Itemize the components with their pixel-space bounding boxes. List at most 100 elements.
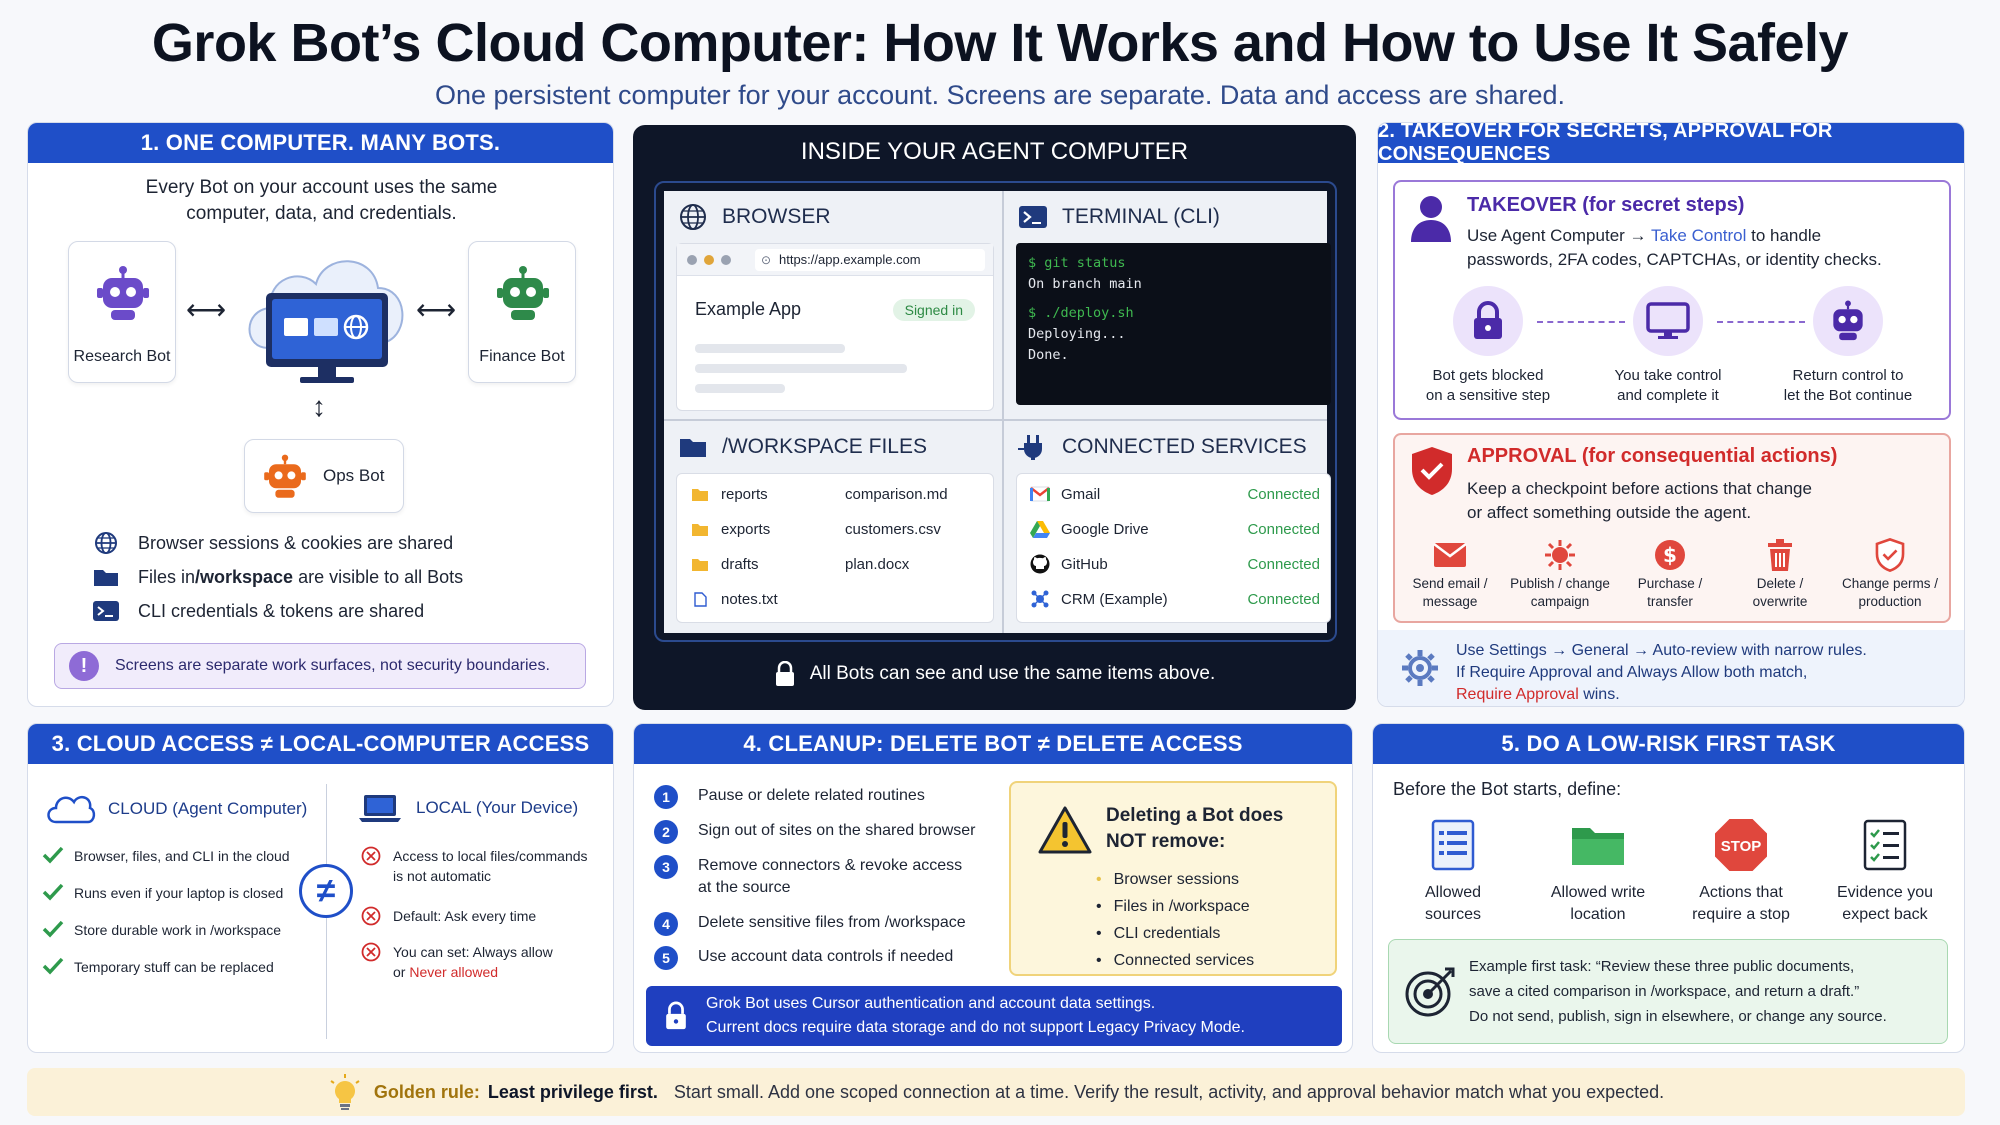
list-item: Browser sessions: [1096, 866, 1254, 893]
take-control-link: Take Control: [1650, 226, 1747, 245]
settings-line: wins.: [1578, 686, 1620, 703]
service-name: GitHub: [1061, 555, 1108, 573]
page-subtitle: One persistent computer for your account…: [434, 80, 1566, 110]
allowed-sources-item: Allowed sources: [1383, 814, 1523, 926]
file-row[interactable]: notes.txt: [691, 591, 778, 608]
cloud-item: Runs even if your laptop is closed: [42, 883, 283, 906]
address-text: https://app.example.com: [779, 252, 921, 267]
list-item: CLI credentials: [1096, 920, 1254, 947]
approval-text: Keep a checkpoint before actions that ch…: [1467, 477, 1812, 525]
service-row-github[interactable]: GitHub Connected: [1029, 554, 1320, 574]
golden-rule-detail: Start small. Add one scoped connection a…: [673, 1081, 1665, 1102]
cloud-item-text: Temporary stuff can be replaced: [74, 959, 274, 975]
file-name[interactable]: customers.csv: [845, 521, 941, 538]
takeover-line: Use Agent Computer →: [1467, 226, 1651, 245]
panel-four-title: 4. CLEANUP: DELETE BOT ≠ DELETE ACCESS: [634, 724, 1352, 764]
folder-row[interactable]: drafts: [691, 556, 759, 573]
checklist-icon: [1863, 819, 1907, 871]
shield-check-icon: [1412, 447, 1452, 495]
globe-icon: [95, 532, 117, 554]
dollar-icon: $: [1655, 540, 1685, 570]
cloud-label: CLOUD (Agent Computer): [108, 799, 308, 818]
action-line: transfer: [1647, 594, 1693, 609]
item-line: Allowed: [1424, 884, 1482, 901]
cloud-item: Browser, files, and CLI in the cloud: [42, 846, 290, 869]
lock-icon: [775, 661, 794, 686]
folder-icon: [680, 439, 706, 457]
folder-name: drafts: [721, 556, 759, 573]
cloud-icon: [47, 795, 96, 824]
takeover-line: to handle: [1746, 226, 1822, 245]
action-send-email: Send email /message: [1395, 537, 1505, 611]
terminal-line: $ git status: [1028, 255, 1126, 271]
action-line: production: [1858, 594, 1922, 609]
settings-line: If Require Approval and Always Allow bot…: [1456, 664, 1808, 681]
cloud-item-text: Browser, files, and CLI in the cloud: [74, 848, 290, 864]
terminal-line: On branch main: [1028, 276, 1142, 292]
step-line: on a sensitive step: [1425, 387, 1551, 404]
service-row-crm[interactable]: CRM (Example) Connected: [1029, 589, 1320, 609]
approval-line: Keep a checkpoint before actions that ch…: [1467, 479, 1812, 498]
example-line: save a cited comparison in /workspace, a…: [1469, 983, 1860, 1000]
ops-bot-card: Ops Bot: [244, 439, 404, 513]
takeover-line: passwords, 2FA codes, CAPTCHAs, or ident…: [1467, 250, 1882, 269]
screens-note: ! Screens are separate work surfaces, no…: [54, 643, 586, 689]
golden-rule-text: Least privilege first.: [487, 1081, 658, 1102]
browser-header: BROWSER: [678, 203, 831, 231]
address-field[interactable]: ⊙ https://app.example.com: [755, 249, 985, 271]
panel-first-task: 5. DO A LOW-RISK FIRST TASK Before the B…: [1372, 723, 1965, 1053]
step-number: 5: [654, 946, 678, 970]
takeover-box: TAKEOVER (for secret steps) Use Agent Co…: [1393, 180, 1951, 420]
intro-line-1: Every Bot on your account uses the same: [145, 177, 498, 198]
folder-row[interactable]: exports: [691, 521, 770, 538]
step-line: Bot gets blocked: [1432, 367, 1544, 384]
page-title: Grok Bot’s Cloud Computer: How It Works …: [151, 13, 1849, 73]
local-item-text: You can set: Always allow: [393, 944, 553, 960]
terminal-line: Done.: [1028, 347, 1069, 363]
stop-sign-text: STOP: [1721, 838, 1762, 855]
not-removed-list: Browser sessions Files in /workspace CLI…: [1096, 866, 1255, 974]
file-name[interactable]: comparison.md: [845, 486, 948, 503]
service-row-drive[interactable]: Google Drive Connected: [1029, 519, 1320, 539]
require-approval-text: Require Approval: [1456, 686, 1579, 703]
service-row-gmail[interactable]: Gmail Connected: [1029, 484, 1320, 504]
folder-name: exports: [721, 521, 771, 538]
terminal-window[interactable]: $ git status On branch main $ ./deploy.s…: [1016, 243, 1331, 405]
files-header: /WORKSPACE FILES: [678, 433, 927, 461]
research-bot-label: Research Bot: [73, 348, 171, 365]
example-line: Example first task: “Review these three …: [1469, 958, 1855, 975]
robot-icon: [1833, 300, 1863, 341]
local-item-text: is not automatic: [393, 868, 492, 884]
action-line: campaign: [1530, 594, 1590, 609]
folder-name: reports: [721, 486, 768, 503]
panel-one-intro: Every Bot on your account uses the same …: [28, 175, 613, 227]
list-item: Connected services: [1096, 947, 1255, 974]
google-drive-icon: [1029, 519, 1051, 539]
item-line: expect back: [1842, 906, 1928, 923]
service-name: Google Drive: [1061, 520, 1149, 538]
file-name[interactable]: plan.docx: [845, 556, 910, 573]
local-item-text: Default: Ask every time: [393, 908, 537, 924]
finance-bot-card: Finance Bot: [468, 241, 576, 383]
services-header: CONNECTED SERVICES: [1018, 433, 1307, 461]
list-item: Files in /workspace: [1096, 893, 1254, 920]
terminal-icon: [1019, 206, 1047, 228]
local-column-header: LOCAL (Your Device): [358, 792, 578, 824]
item-line: sources: [1424, 906, 1482, 923]
panel-one-computer: 1. ONE COMPUTER. MANY BOTS. Every Bot on…: [27, 122, 614, 707]
golden-rule-bar: Golden rule: Least privilege first. Star…: [27, 1068, 1965, 1116]
folder-row[interactable]: reports: [691, 486, 768, 503]
svg-text:$: $: [1663, 543, 1677, 567]
laptop-icon: [359, 795, 401, 822]
vertical-arrow-icon: ↕: [312, 391, 326, 422]
lightbulb-icon: [330, 1074, 360, 1110]
folder-icon: [94, 570, 118, 586]
agent-computer-footer: All Bots can see and use the same items …: [634, 661, 1355, 687]
item-line: require a stop: [1692, 906, 1790, 923]
